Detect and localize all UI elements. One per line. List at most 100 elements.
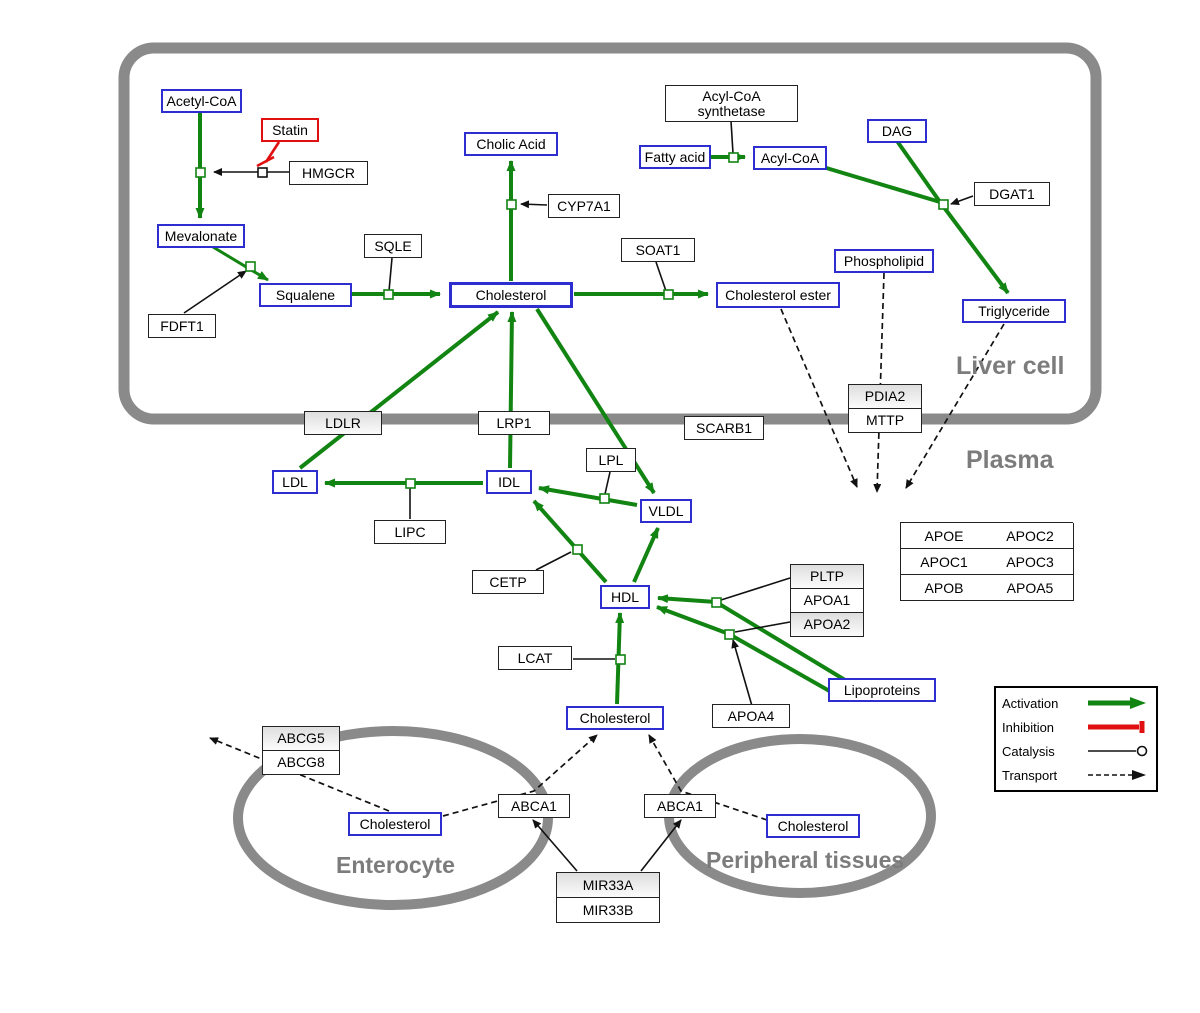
reaction-node (663, 289, 674, 300)
node-ldl[interactable]: LDL (272, 470, 318, 494)
node-squalene[interactable]: Squalene (259, 283, 352, 307)
legend-activation-label: Activation (1002, 695, 1059, 711)
edge-ldl-livercholesterol (298, 310, 500, 470)
node-cholesterol-enterocyte[interactable]: Cholesterol (348, 812, 442, 836)
plasma-label: Plasma (966, 446, 1054, 474)
node-vldl[interactable]: VLDL (640, 499, 692, 523)
node-phospholipid[interactable]: Phospholipid (834, 249, 934, 273)
edge-dgat1-catalysis (950, 195, 974, 206)
liver-cell-label: Liver cell (956, 352, 1065, 380)
node-lpl[interactable]: LPL (586, 448, 636, 472)
node-apoa1[interactable]: APOA1 (790, 588, 864, 613)
node-abca1-right[interactable]: ABCA1 (644, 794, 716, 818)
apo-cell-apob[interactable]: APOB (901, 575, 988, 601)
reaction-node (572, 544, 583, 555)
apo-cell-apoc1[interactable]: APOC1 (901, 549, 988, 575)
node-hmgcr[interactable]: HMGCR (289, 161, 368, 185)
node-cholesterol-peripheral[interactable]: Cholesterol (766, 814, 860, 838)
node-sqle[interactable]: SQLE (364, 234, 422, 258)
reaction-nodes (195, 152, 949, 665)
node-abca1-left[interactable]: ABCA1 (498, 794, 570, 818)
node-mttp[interactable]: MTTP (848, 408, 922, 433)
apo-cell-apoc2[interactable]: APOC2 (987, 523, 1074, 549)
reaction-node (245, 261, 256, 272)
membranes (118, 42, 1102, 910)
edge-phospholipid-transport (873, 272, 885, 493)
legend: Activation Inhibition Catalysis Transpor… (994, 686, 1158, 792)
edge-enterocyte-abca1-transport (442, 734, 598, 817)
node-hdl[interactable]: HDL (600, 585, 650, 609)
node-pdia2[interactable]: PDIA2 (848, 384, 922, 409)
node-pltp[interactable]: PLTP (790, 564, 864, 589)
liver-cell-membrane (118, 42, 1102, 425)
apolipoprotein-table: APOE APOC2 APOC1 APOC3 APOB APOA5 (900, 522, 1074, 601)
edge-cholesterolester-transport (780, 308, 858, 488)
activation-arrow-icon (1088, 697, 1146, 709)
reaction-node (599, 493, 610, 504)
node-cholesterol-liver[interactable]: Cholesterol (449, 282, 573, 308)
legend-transport-label: Transport (1002, 767, 1058, 783)
node-abcg5[interactable]: ABCG5 (262, 726, 340, 751)
node-cetp[interactable]: CETP (472, 570, 544, 594)
node-fatty-acid[interactable]: Fatty acid (639, 145, 711, 169)
node-dag[interactable]: DAG (867, 119, 927, 143)
legend-row-inhibition: Inhibition (1002, 720, 1150, 735)
node-mir33a[interactable]: MIR33A (556, 872, 660, 898)
node-lrp1[interactable]: LRP1 (478, 411, 550, 435)
node-statin[interactable]: Statin (261, 118, 319, 142)
node-mevalonate[interactable]: Mevalonate (157, 224, 245, 248)
reaction-node (383, 289, 394, 300)
reaction-node (938, 199, 949, 210)
inhibition-tbar-icon (1088, 721, 1145, 733)
node-acyl-coa[interactable]: Acyl-CoA (753, 146, 827, 170)
edge-mir33-abca1-right (640, 819, 682, 872)
node-apoa2[interactable]: APOA2 (790, 612, 864, 637)
statin-inhibition-tbar (256, 155, 275, 168)
edge-vldl-idl (538, 485, 638, 507)
node-acetyl-coa[interactable]: Acetyl-CoA (161, 89, 242, 113)
node-mir33b[interactable]: MIR33B (556, 897, 660, 923)
edge-apoa4-link (731, 639, 753, 707)
apo-cell-apoe[interactable]: APOE (901, 523, 988, 549)
edge-pltp-link (720, 577, 791, 601)
node-abcg8[interactable]: ABCG8 (262, 750, 340, 775)
node-scarb1[interactable]: SCARB1 (684, 416, 764, 440)
node-lcat[interactable]: LCAT (498, 646, 572, 670)
node-cholesterol-ester[interactable]: Cholesterol ester (716, 282, 840, 308)
reaction-node (724, 629, 735, 640)
edge-cyp7a1-catalysis (520, 200, 548, 209)
edge-hdl-idl (532, 499, 608, 584)
node-cholic-acid[interactable]: Cholic Acid (464, 132, 558, 156)
apo-cell-apoc3[interactable]: APOC3 (987, 549, 1074, 575)
peripheral-tissues-label: Peripheral tissues (706, 847, 905, 873)
node-lipoproteins[interactable]: Lipoproteins (828, 678, 936, 702)
transport-dashed-arrow-icon (1088, 770, 1146, 780)
node-idl[interactable]: IDL (486, 470, 532, 494)
node-acyl-coa-synthetase[interactable]: Acyl-CoA synthetase (665, 85, 798, 122)
edge-lpl-catalysis (604, 471, 611, 495)
enterocyte-membrane (233, 726, 553, 910)
legend-row-catalysis: Catalysis (1002, 744, 1150, 759)
node-apoa4[interactable]: APOA4 (712, 704, 790, 728)
node-cyp7a1[interactable]: CYP7A1 (548, 194, 620, 218)
node-triglyceride[interactable]: Triglyceride (962, 299, 1066, 323)
node-lipc[interactable]: LIPC (374, 520, 446, 544)
node-fdft1[interactable]: FDFT1 (148, 314, 216, 338)
transport-edges (209, 272, 1005, 821)
edge-dgat1node-triglyceride (941, 204, 1010, 295)
node-dgat1[interactable]: DGAT1 (974, 182, 1050, 206)
legend-inhibition-label: Inhibition (1002, 719, 1055, 735)
node-soat1[interactable]: SOAT1 (621, 238, 695, 262)
edge-cetp-catalysis (535, 551, 572, 571)
edge-mir33-abca1-left (532, 819, 578, 872)
reaction-node (405, 478, 416, 489)
reaction-node (615, 654, 626, 665)
statin-junction-node (257, 167, 268, 178)
node-cholesterol-plasma[interactable]: Cholesterol (566, 706, 664, 730)
legend-row-transport: Transport (1002, 768, 1150, 783)
edge-apoa2-link (734, 621, 791, 633)
apo-cell-apoa5[interactable]: APOA5 (987, 575, 1074, 601)
node-ldlr[interactable]: LDLR (304, 411, 382, 435)
reaction-node (506, 199, 517, 210)
